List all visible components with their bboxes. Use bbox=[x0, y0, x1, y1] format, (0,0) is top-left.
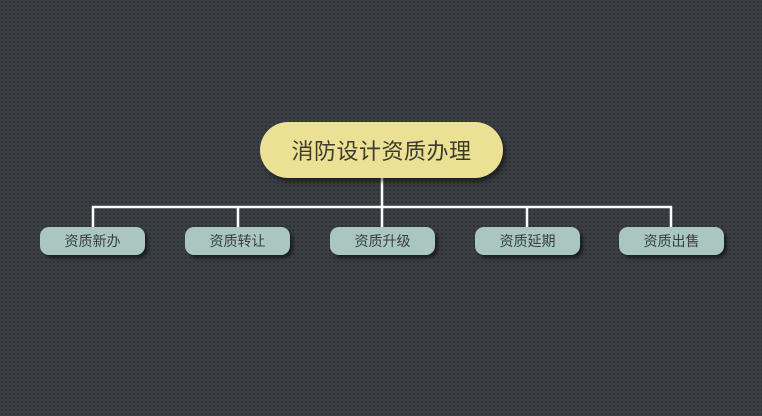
root-topic-label: 消防设计资质办理 bbox=[291, 140, 472, 165]
subtopic-label: 资质升级 bbox=[354, 234, 411, 250]
subtopic-label: 资质延期 bbox=[499, 234, 556, 250]
subtopic-node-upgrade[interactable]: 资质升级 bbox=[330, 227, 435, 255]
subtopic-node-sale[interactable]: 资质出售 bbox=[619, 227, 724, 255]
subtopic-label: 资质出售 bbox=[643, 234, 700, 250]
subtopic-label: 资质新办 bbox=[64, 234, 121, 250]
subtopic-label: 资质转让 bbox=[209, 234, 266, 250]
root-topic-node[interactable]: 消防设计资质办理 bbox=[260, 122, 503, 178]
subtopic-node-extension[interactable]: 资质延期 bbox=[475, 227, 580, 255]
subtopic-node-transfer[interactable]: 资质转让 bbox=[185, 227, 290, 255]
subtopic-node-new[interactable]: 资质新办 bbox=[40, 227, 145, 255]
